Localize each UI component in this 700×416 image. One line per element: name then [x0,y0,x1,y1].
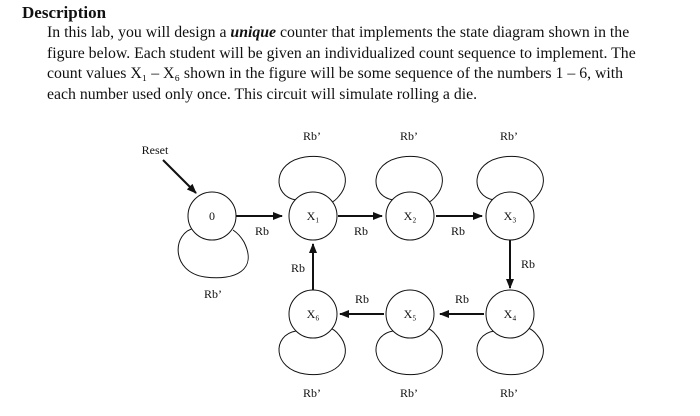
paragraph-line-2: figure below. Each student will be given… [47,44,636,62]
self-loop-label-s0: Rb’ [204,287,222,301]
self-loops [177,155,544,376]
paragraph-line-4: each number used only once. This circuit… [47,85,478,103]
transition-label-s5-s6: Rb [355,292,369,306]
paragraph-line-1: In this lab, you will design a unique co… [47,24,630,41]
self-loop-s3 [476,155,544,204]
state-label-s5: X₅ [404,307,417,321]
state-label-s2: X₂ [404,209,417,223]
self-loop-labels: Rb’ Rb’ Rb’ Rb’ Rb’ Rb’ Rb’ [204,129,518,400]
self-loop-s5 [375,327,443,376]
transition-label-s6-s1: Rb [291,261,305,275]
section-heading: Description [22,3,107,22]
state-label-s3: X₃ [504,209,517,223]
state-node-s3 [485,191,535,241]
transition-label-s0-s1: Rb [255,224,269,238]
self-loop-s6 [278,327,346,376]
description-paragraph: In this lab, you will design a unique co… [47,23,687,105]
self-loop-label-s4: Rb’ [500,386,518,400]
state-node-s1 [288,191,338,241]
transition-label-s2-s3: Rb [451,224,465,238]
self-loop-s1 [278,155,346,204]
transition-label-s1-s2: Rb [354,224,368,238]
state-node-s4 [485,289,535,339]
self-loop-s4 [476,327,544,376]
state-labels: 0 X₁ X₂ X₃ X₄ X₅ X₆ [209,209,516,321]
self-loop-label-s2: Rb’ [400,129,418,143]
reset-label: Reset [142,143,169,157]
paragraph-line-3: count values X₁ – X₆ shown in the figure… [47,65,624,82]
transition-label-s4-s5: Rb [455,292,469,306]
transition-arrows [162,159,514,318]
self-loop-label-s6: Rb’ [303,386,321,400]
transition-label-s3-s4: Rb [521,257,535,271]
state-label-s4: X₄ [504,307,517,321]
transition-labels: Rb Rb Rb Rb Rb Rb Rb [255,224,535,306]
state-label-s0: 0 [209,209,215,223]
self-loop-label-s5: Rb’ [400,386,418,400]
state-node-s0 [187,191,237,241]
state-circles [187,191,535,339]
state-node-s6 [288,289,338,339]
state-label-s1: X₁ [307,209,320,223]
unique-emphasis: unique [230,24,277,41]
state-label-s6: X₆ [307,307,320,321]
self-loop-label-s3: Rb’ [500,129,518,143]
self-loop-label-s1: Rb’ [303,129,321,143]
reset-arrow [162,159,197,194]
state-node-s2 [385,191,435,241]
self-loop-s0 [177,227,249,279]
self-loop-s2 [375,155,443,204]
state-node-s5 [385,289,435,339]
